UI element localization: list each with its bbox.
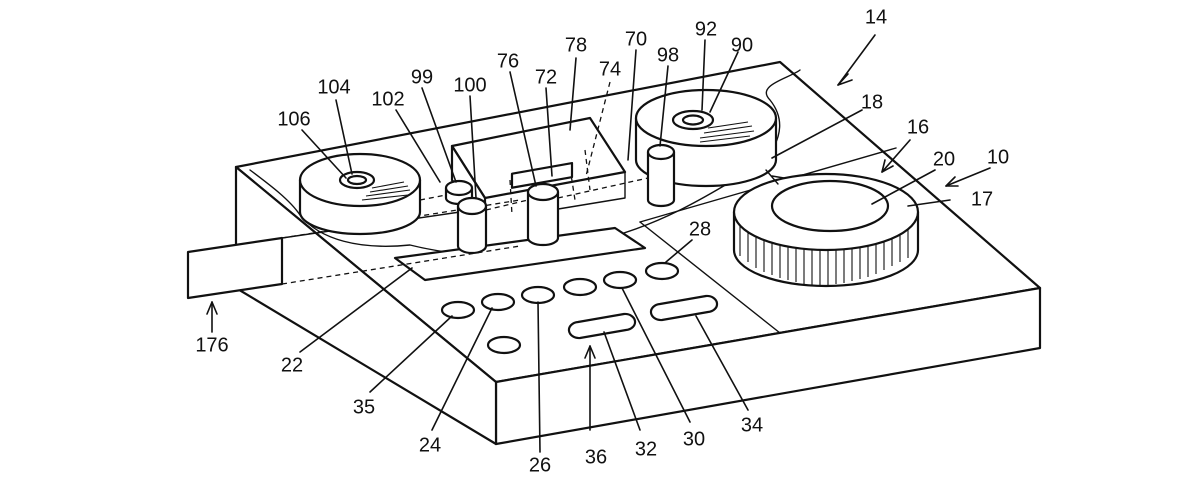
label-18: 18 <box>861 91 883 113</box>
label-106: 106 <box>277 108 310 130</box>
label-10: 10 <box>987 146 1009 168</box>
key-32 <box>567 312 637 340</box>
label-104: 104 <box>317 76 350 98</box>
reference-labels: 14 18 16 20 10 17 92 90 98 70 78 76 72 7… <box>195 6 1009 476</box>
right-spool-shading <box>699 121 755 143</box>
left-spool-shading <box>361 181 411 201</box>
tape-guide-path <box>419 177 649 211</box>
label-26: 26 <box>529 454 551 476</box>
label-176: 176 <box>195 334 228 356</box>
print-head-slot <box>510 162 574 189</box>
label-35: 35 <box>353 396 375 418</box>
key-34 <box>649 294 719 322</box>
button-30 <box>602 270 638 290</box>
label-17: 17 <box>971 188 993 210</box>
tape-roll-core <box>770 179 890 233</box>
base-housing <box>234 60 1042 446</box>
keypad <box>440 261 719 355</box>
right-spool-hub-inner <box>681 114 705 126</box>
roller-72 <box>526 182 560 247</box>
label-78: 78 <box>565 34 587 56</box>
label-74: 74 <box>599 58 621 80</box>
label-70: 70 <box>625 28 647 50</box>
label-100: 100 <box>453 74 486 96</box>
label-76: 76 <box>497 50 519 72</box>
roller-98 <box>646 143 676 208</box>
label-32: 32 <box>635 438 657 460</box>
label-30: 30 <box>683 428 705 450</box>
panel-divider-side <box>639 221 781 334</box>
label-22: 22 <box>281 354 303 376</box>
button-a <box>562 277 598 297</box>
label-90: 90 <box>731 34 753 56</box>
label-92: 92 <box>695 18 717 40</box>
label-16: 16 <box>907 116 929 138</box>
label-14: 14 <box>865 6 887 28</box>
leader-lines <box>206 34 991 453</box>
label-98: 98 <box>657 44 679 66</box>
label-102: 102 <box>371 88 404 110</box>
button-b <box>486 335 522 355</box>
tape-feed-mark <box>765 169 785 185</box>
roller-100 <box>456 196 488 255</box>
button-35 <box>440 300 476 320</box>
label-28: 28 <box>689 218 711 240</box>
label-72: 72 <box>535 66 557 88</box>
left-spool-hub-inner <box>346 174 368 186</box>
label-24: 24 <box>419 434 441 456</box>
label-36: 36 <box>585 446 607 468</box>
label-20: 20 <box>933 148 955 170</box>
button-28 <box>644 261 680 281</box>
button-24 <box>480 292 516 312</box>
button-26 <box>520 285 556 305</box>
label-99: 99 <box>411 66 433 88</box>
label-34: 34 <box>741 414 763 436</box>
tape-roll <box>732 172 920 288</box>
left-spool <box>298 152 422 236</box>
